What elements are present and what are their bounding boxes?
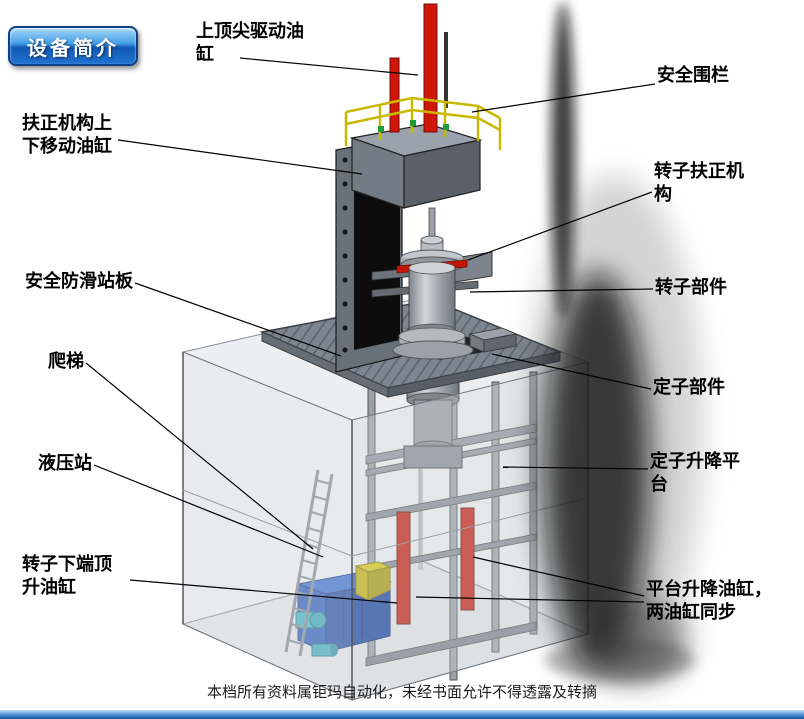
label-rotor-component: 转子部件 <box>655 277 727 298</box>
safety-fence-graphic <box>344 96 502 150</box>
leader-lines <box>85 57 656 604</box>
label-ladder: 爬梯 <box>48 351 84 372</box>
label-rotor-straightening-mechanism: 转子扶正机构 <box>654 161 744 206</box>
hydraulic-station-unit <box>295 561 392 657</box>
head-box <box>349 123 483 209</box>
press-column <box>335 137 403 373</box>
platform-lift-cylinders-graphic <box>396 507 475 625</box>
label-straightening-mechanism-cylinder: 扶正机构上下移动油缸 <box>22 113 112 158</box>
label-rotor-bottom-jack-cylinder: 转子下端顶升油缸 <box>22 554 112 599</box>
copyright-note: 本档所有资料属钜玛自动化，未经书面允许不得透露及转摘 <box>206 683 597 701</box>
bottom-accent-bar <box>0 710 804 719</box>
ladder-graphic <box>284 469 334 657</box>
label-platform-lift-cylinders: 平台升降油缸，两油缸同步 <box>646 579 772 624</box>
rotor-assembly-graphic <box>371 207 518 360</box>
label-stator-component: 定子部件 <box>653 377 725 398</box>
label-top-center-drive-cylinder: 上顶尖驱动油缸 <box>196 21 304 66</box>
slide-title-badge: 设备简介 <box>8 26 138 66</box>
label-safety-fence: 安全围栏 <box>657 65 729 86</box>
label-anti-slip-standing-board: 安全防滑站板 <box>25 271 133 292</box>
label-hydraulic-station: 液压站 <box>38 453 92 474</box>
label-stator-lift-platform: 定子升降平台 <box>650 451 740 496</box>
smoke-shadow <box>527 2 703 685</box>
